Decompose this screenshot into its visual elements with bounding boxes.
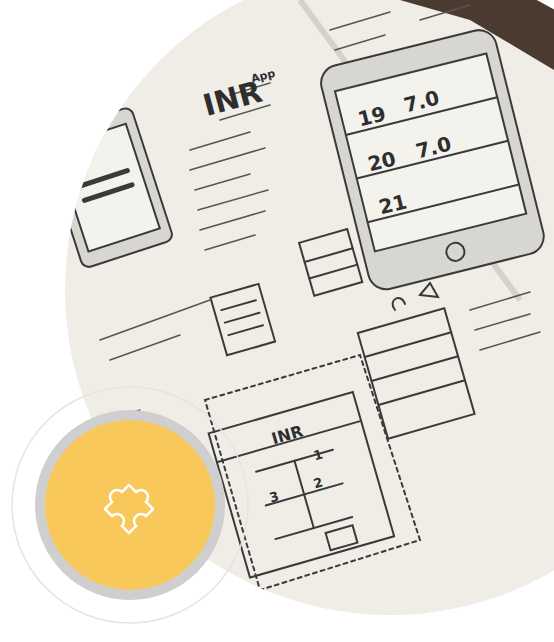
gray-ring [35,410,225,600]
scribbled-notes [100,5,540,440]
sketch-label: 1 [312,448,324,463]
table-sketch [209,392,395,578]
sketch-label: 20 [366,148,398,174]
sketch-label: 21 [377,191,409,217]
sketch-label: 7.0 [402,87,441,115]
list-sketch [358,308,475,439]
sketch-label: 7.0 [414,133,453,161]
tablet-sketch [40,106,174,269]
puzzle-icon [100,475,158,533]
phone-sketch [317,26,547,293]
sketch-label: 2 [312,476,324,491]
sketch-label: 19 [356,103,388,129]
small-box-sketch [299,229,362,296]
yellow-badge [45,420,215,590]
sketches [40,5,547,590]
doodles [393,283,438,310]
doc-sketch [210,284,275,355]
sketch-label: 3 [268,490,280,505]
sketch-label: INR [270,423,305,447]
outer-ring [12,387,248,623]
sketch-label: App [250,68,276,85]
